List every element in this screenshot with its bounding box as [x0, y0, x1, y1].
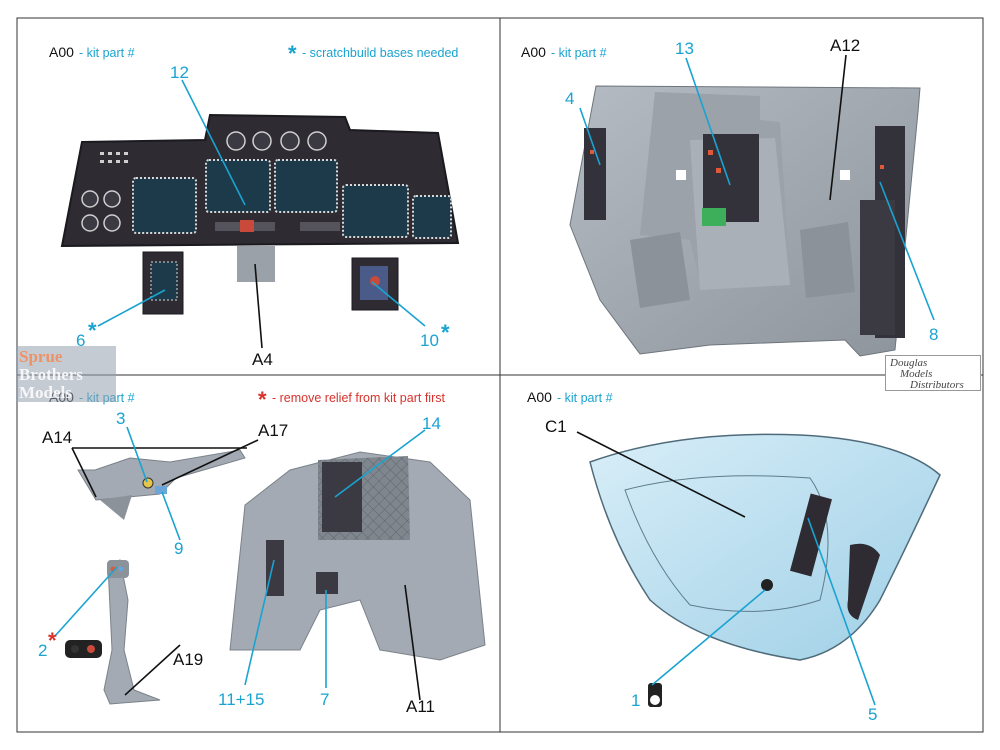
callout-14: 14 [422, 414, 441, 433]
tub-decals [584, 126, 905, 338]
callout-11-15: 11+15 [218, 690, 264, 709]
watermark-line-3: Models [19, 383, 72, 402]
callout-3: 3 [116, 409, 125, 428]
callout-4: 4 [565, 89, 574, 108]
cockpit-tub-photo [569, 85, 921, 357]
switch-clusters [100, 152, 340, 232]
callout-A11: A11 [406, 697, 435, 716]
callout-5: 5 [868, 705, 877, 724]
br-header-code: A00 [527, 389, 552, 405]
canopy-photo [589, 433, 941, 707]
callout-10: 10 [420, 331, 439, 350]
watermark-line-2: Brothers [19, 365, 83, 384]
callout-6: 6 [76, 331, 85, 350]
tl-legend-star: * [288, 41, 297, 66]
callout-9: 9 [174, 539, 183, 558]
tl-legend-text: - scratchbuild bases needed [302, 46, 458, 60]
callout-A14: A14 [42, 428, 72, 447]
callout-8: 8 [929, 325, 938, 344]
lower-console-blocks [142, 246, 399, 315]
distributor-line-1: Douglas [890, 357, 928, 369]
callout-A17: A17 [258, 421, 288, 440]
callout-1: 1 [631, 691, 640, 710]
callout-12: 12 [170, 63, 189, 82]
watermark-line-1: Sprue [19, 347, 63, 366]
distributor-line-2: Models [900, 368, 933, 380]
sprue-brothers-watermark: Sprue Brothers Models [16, 346, 116, 402]
callout-2: 2 [38, 641, 47, 660]
instrument-panel-photo [60, 113, 460, 315]
distributor-line-3: Distributors [910, 379, 964, 391]
callout-7: 7 [320, 690, 329, 709]
mfd-screens [132, 159, 452, 239]
standby-gauges [81, 131, 327, 232]
douglas-models-distributors-logo: Douglas Models Distributors [885, 355, 981, 391]
seat-parts-photo [65, 449, 486, 705]
callout-10-star: * [441, 320, 450, 345]
bl-legend-text: - remove relief from kit part first [272, 391, 445, 405]
callout-6-star: * [88, 318, 97, 343]
callout-A19: A19 [173, 650, 203, 669]
callout-C1: C1 [545, 417, 567, 436]
tl-header-suffix: - kit part # [79, 46, 135, 60]
callout-13: 13 [675, 39, 694, 58]
callout-A4: A4 [252, 350, 273, 369]
tl-header-code: A00 [49, 44, 74, 60]
callout-2-star: * [48, 628, 57, 653]
leader-lines [54, 54, 935, 706]
tr-header-suffix: - kit part # [551, 46, 607, 60]
br-header-suffix: - kit part # [557, 391, 613, 405]
callout-A12: A12 [830, 36, 860, 55]
bl-legend-star: * [258, 387, 267, 412]
tr-header-code: A00 [521, 44, 546, 60]
